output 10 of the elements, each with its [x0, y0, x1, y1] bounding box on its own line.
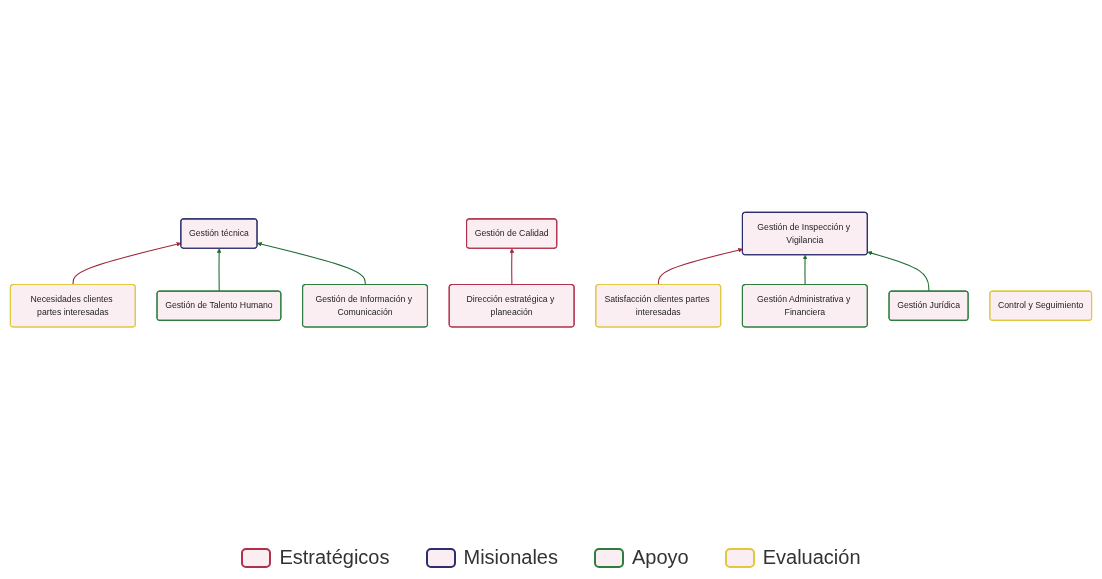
arrow [216, 248, 222, 293]
arrow [657, 248, 743, 286]
legend-label: Estratégicos [279, 546, 390, 569]
legend-label: Misionales [463, 546, 558, 569]
arrow [802, 255, 808, 286]
arrow [257, 242, 366, 286]
legend-label: Apoyo [632, 546, 689, 569]
legend-label: Evaluación [762, 546, 861, 569]
arrow [509, 248, 515, 286]
arrow [867, 251, 930, 293]
